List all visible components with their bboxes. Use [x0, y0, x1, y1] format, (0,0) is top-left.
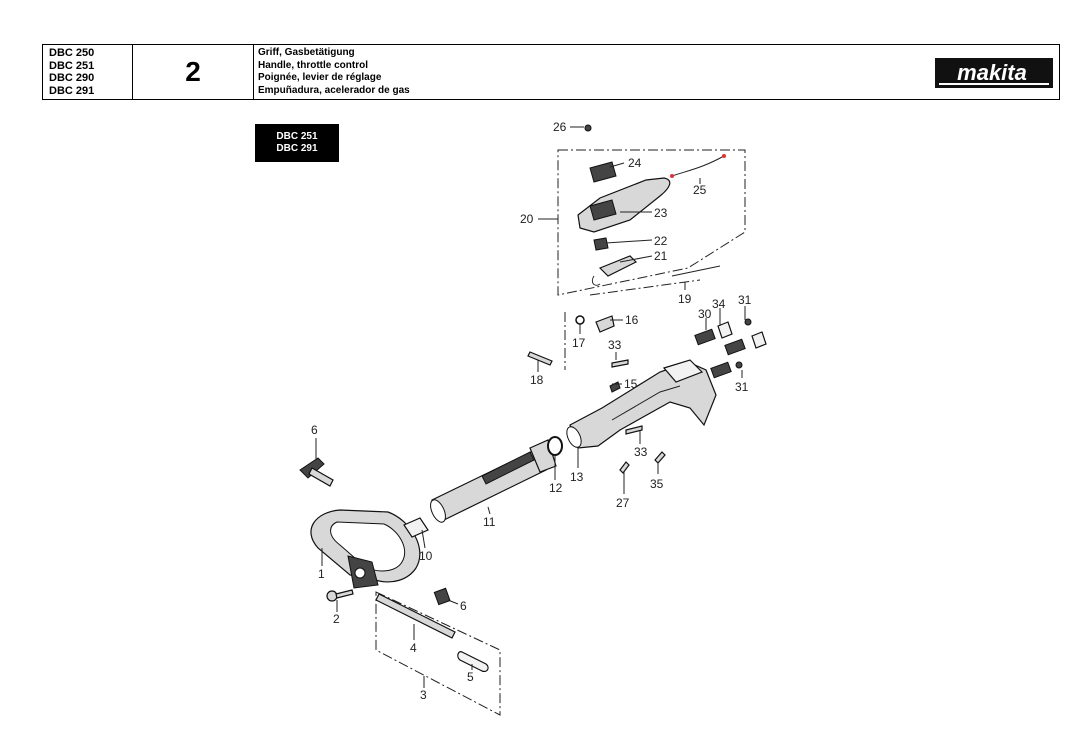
title-es: Empuñadura, acelerador de gas	[258, 84, 410, 96]
model-label: DBC 250	[49, 47, 95, 59]
o-ring-part	[547, 436, 563, 456]
variant-model: DBC 251	[276, 131, 318, 142]
throttle-assembly-part	[577, 124, 726, 286]
part-number-label: 1	[318, 567, 325, 581]
clamp-lever-part	[299, 457, 334, 487]
part-number-label: 24	[628, 156, 642, 170]
header-table: DBC 250 DBC 251 DBC 290 DBC 291 2 Griff,…	[42, 44, 1060, 100]
part-number-label: 12	[549, 481, 563, 495]
spring-part	[694, 328, 746, 379]
sleeve-part	[457, 651, 489, 672]
part-number-label: 6	[460, 599, 467, 613]
part-number-label: 4	[410, 641, 417, 655]
makita-logo: makita	[935, 58, 1053, 88]
part-number-label: 27	[616, 496, 630, 510]
section-titles: Griff, Gasbetätigung Handle, throttle co…	[254, 45, 929, 99]
throttle-lever-part	[595, 315, 615, 333]
variant-model: DBC 291	[276, 143, 318, 154]
part-number-label: 3	[420, 688, 427, 702]
title-fr: Poignée, levier de réglage	[258, 72, 382, 83]
part-number-label: 5	[467, 670, 474, 684]
handle-housing-part	[566, 359, 717, 449]
model-list: DBC 250 DBC 251 DBC 290 DBC 291	[43, 45, 133, 99]
part-number-label: 22	[654, 234, 668, 248]
part-number-label: 20	[520, 212, 534, 226]
pin-part	[527, 351, 553, 366]
part-labels: 26 24 25 20 23 22 21 19 16 17 18 33 15 3…	[311, 120, 752, 702]
title-en: Handle, throttle control	[258, 59, 368, 71]
part-number-label: 23	[654, 206, 668, 220]
part-number-label: 18	[530, 373, 544, 387]
model-label: DBC 251	[49, 59, 95, 72]
part-number-label: 6	[311, 423, 318, 437]
part-number-label: 31	[735, 380, 749, 394]
part-number-label: 33	[634, 445, 648, 459]
part-number-label: 19	[678, 292, 692, 306]
part-number-label: 15	[624, 377, 638, 391]
part-number-label: 25	[693, 183, 707, 197]
part-number-label: 16	[625, 313, 639, 327]
shaft-tube-part	[430, 439, 557, 523]
part-number-label: 2	[333, 612, 340, 626]
part-number-label: 21	[654, 249, 668, 263]
guide-line	[589, 279, 701, 296]
part-number-label: 11	[483, 515, 496, 529]
title-de: Griff, Gasbetätigung	[258, 47, 355, 58]
leader-lines	[315, 126, 746, 688]
model-label: DBC 290	[49, 72, 95, 84]
model-label: DBC 291	[49, 84, 95, 97]
loop-handle-part	[310, 509, 421, 589]
spring-clip-part	[575, 315, 585, 325]
rod-part	[375, 593, 456, 639]
knob-part	[433, 587, 451, 606]
part-number-label: 17	[572, 336, 586, 350]
page-number: 2	[133, 45, 254, 99]
screw-part	[326, 589, 354, 602]
part-number-label: 30	[698, 307, 712, 321]
brand-logo: makita	[929, 45, 1059, 99]
assembly-20-boundary	[557, 149, 746, 296]
part-number-label: 13	[570, 470, 584, 484]
part-number-label: 31	[738, 293, 752, 307]
part-number-label: 35	[650, 477, 664, 491]
part-number-label: 34	[712, 297, 726, 311]
part-number-label: 10	[419, 549, 433, 563]
screw-part	[611, 318, 752, 474]
cylinder-part	[751, 331, 767, 349]
brand-name: makita	[957, 60, 1027, 85]
part-number-label: 26	[553, 120, 567, 134]
part-number-label: 33	[608, 338, 622, 352]
variant-tag: DBC 251 DBC 291	[255, 124, 339, 162]
cylinder-part	[717, 321, 733, 339]
assembly-3-boundary	[375, 591, 501, 716]
